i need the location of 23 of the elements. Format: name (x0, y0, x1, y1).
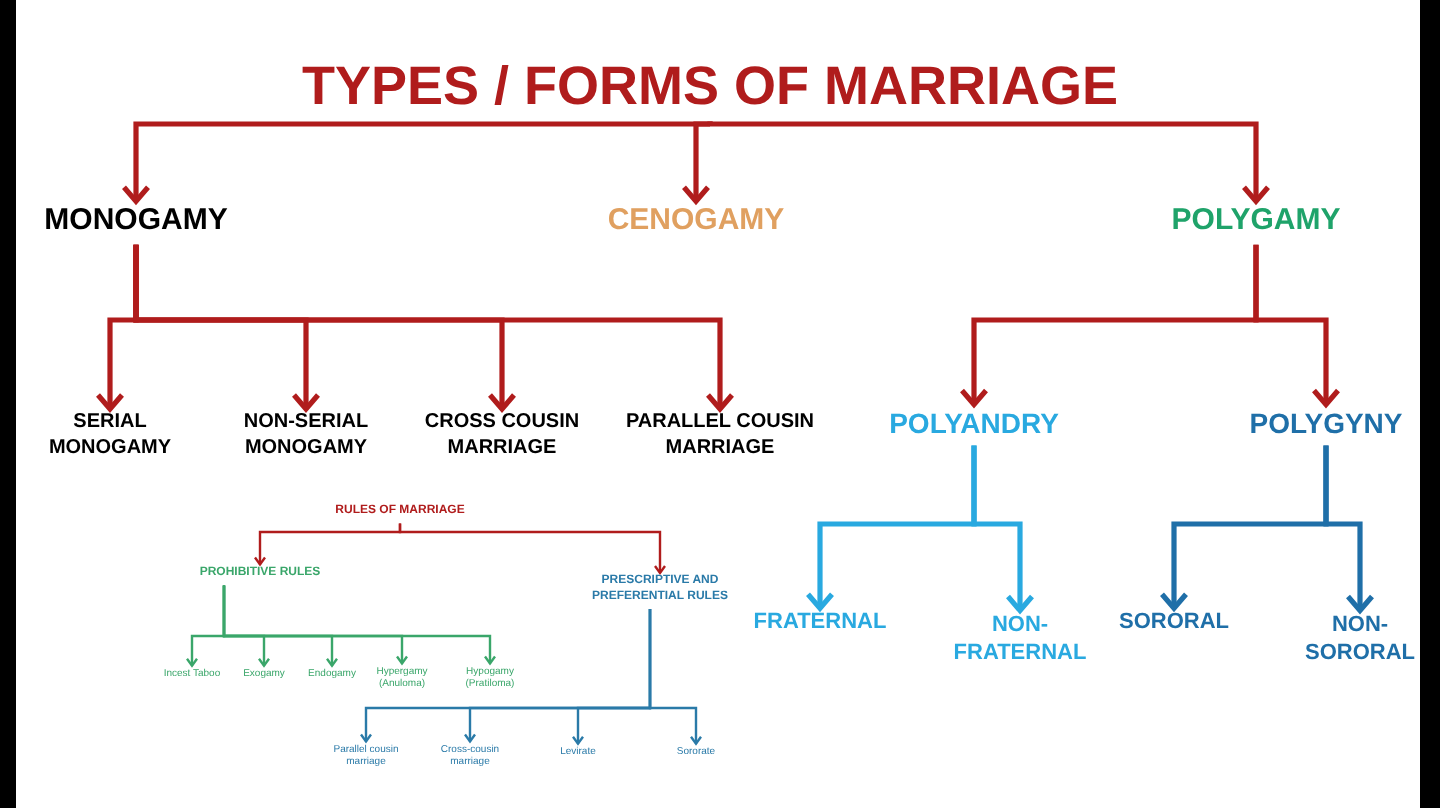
node-label: POLYGYNY (1236, 406, 1416, 442)
arrow (1323, 445, 1374, 615)
node-label: NON- FRATERNAL (944, 612, 1096, 668)
node-label: SERIAL MONOGAMY (20, 411, 200, 461)
arrow (648, 609, 702, 746)
node-label: SORORAL (1104, 610, 1244, 638)
node-label: POLYGAMY (1146, 203, 1366, 241)
node-label: CENOGAMY (586, 203, 806, 241)
arrow (707, 121, 1270, 206)
node-label: CROSS COUSIN MARRIAGE (406, 411, 598, 461)
node-label: POLYANDRY (874, 406, 1074, 442)
arrow (682, 121, 713, 206)
node-label: NON-SERIAL MONOGAMY (216, 411, 396, 461)
arrow (222, 585, 496, 666)
node-label: MONOGAMY (26, 203, 246, 241)
arrow (971, 445, 1034, 615)
arrow (398, 523, 666, 576)
node-label: NON- SORORAL (1296, 612, 1424, 668)
arrow (1253, 244, 1340, 409)
node-label: FRATERNAL (744, 610, 896, 638)
arrow (133, 244, 734, 413)
node-label: PARALLEL COUSIN MARRIAGE (610, 411, 830, 461)
node-label: TYPES / FORMS OF MARRIAGE (290, 54, 1130, 122)
